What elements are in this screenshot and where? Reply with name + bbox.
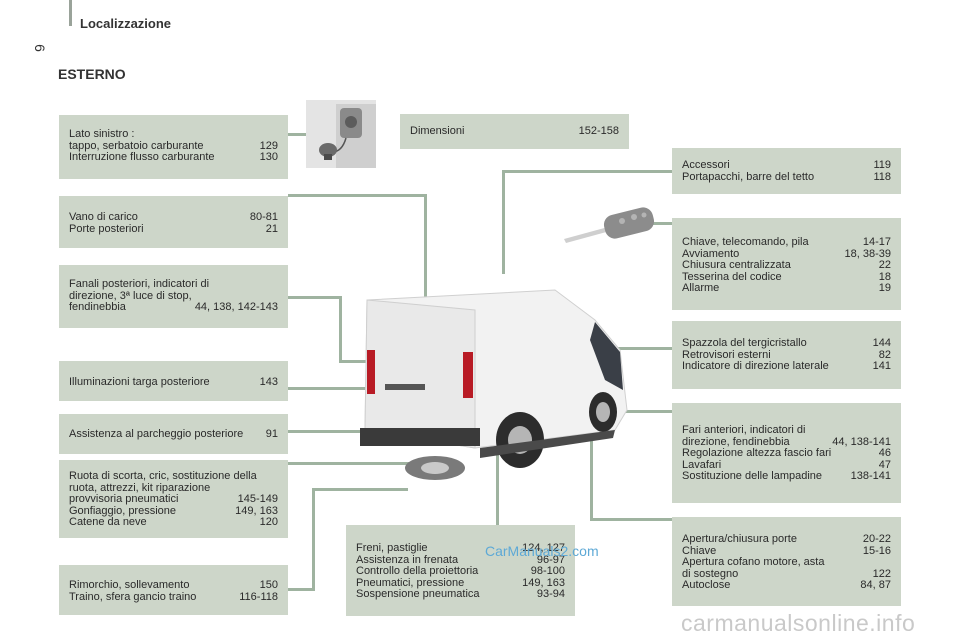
- box-heading: ruota, attrezzi, kit riparazione: [69, 481, 211, 494]
- leader-line: [288, 430, 368, 433]
- box-heading: Lato sinistro :: [69, 128, 135, 140]
- leader-line: [288, 296, 341, 299]
- box-heading: direzione, 3ª luce di stop,: [69, 289, 192, 302]
- leader-line: [643, 222, 672, 225]
- fuel-cap-image: [306, 100, 376, 168]
- leader-line: [288, 133, 312, 136]
- box-heading: Fari anteriori, indicatori di: [682, 424, 806, 436]
- box-left-fuel: Lato sinistro : tappo, serbatoio carbura…: [59, 115, 288, 179]
- leader-line: [502, 170, 672, 173]
- leader-line: [339, 296, 342, 362]
- leader-line: [339, 360, 367, 363]
- leader-line: [288, 194, 426, 197]
- leader-line: [288, 387, 368, 390]
- leader-line: [312, 488, 408, 491]
- leader-line: [590, 518, 672, 521]
- leader-line: [618, 410, 672, 413]
- watermark-carmanuals2: CarManuals2.com: [485, 543, 599, 559]
- van-illustration: [360, 289, 628, 480]
- leader-line: [618, 347, 672, 350]
- watermark-carmanualsonline: carmanualsonline.info: [681, 610, 916, 636]
- section-title: ESTERNO: [58, 66, 126, 82]
- leader-line: [312, 488, 315, 591]
- sidebar-line: [69, 0, 72, 26]
- box-left-rear-lights: Fanali posteriori, indicatori di direzio…: [59, 265, 288, 328]
- leader-line: [288, 462, 410, 465]
- page-number: 6: [31, 44, 48, 52]
- leader-line: [424, 194, 427, 364]
- leader-line: [502, 170, 505, 274]
- page-header-title: Localizzazione: [80, 16, 172, 31]
- box-heading: Fanali posteriori, indicatori di: [69, 278, 210, 290]
- box-heading: Apertura cofano motore, asta: [682, 556, 825, 568]
- leader-line: [496, 455, 499, 525]
- box-left-spare-wheel: Ruota di scorta, cric, sostituzione dell…: [59, 460, 288, 538]
- leader-line: [288, 588, 314, 591]
- box-heading: Ruota di scorta, cric, sostituzione dell…: [69, 470, 257, 482]
- box-right-headlights: Fari anteriori, indicatori di direzione,…: [672, 403, 901, 503]
- key-image: [564, 207, 655, 243]
